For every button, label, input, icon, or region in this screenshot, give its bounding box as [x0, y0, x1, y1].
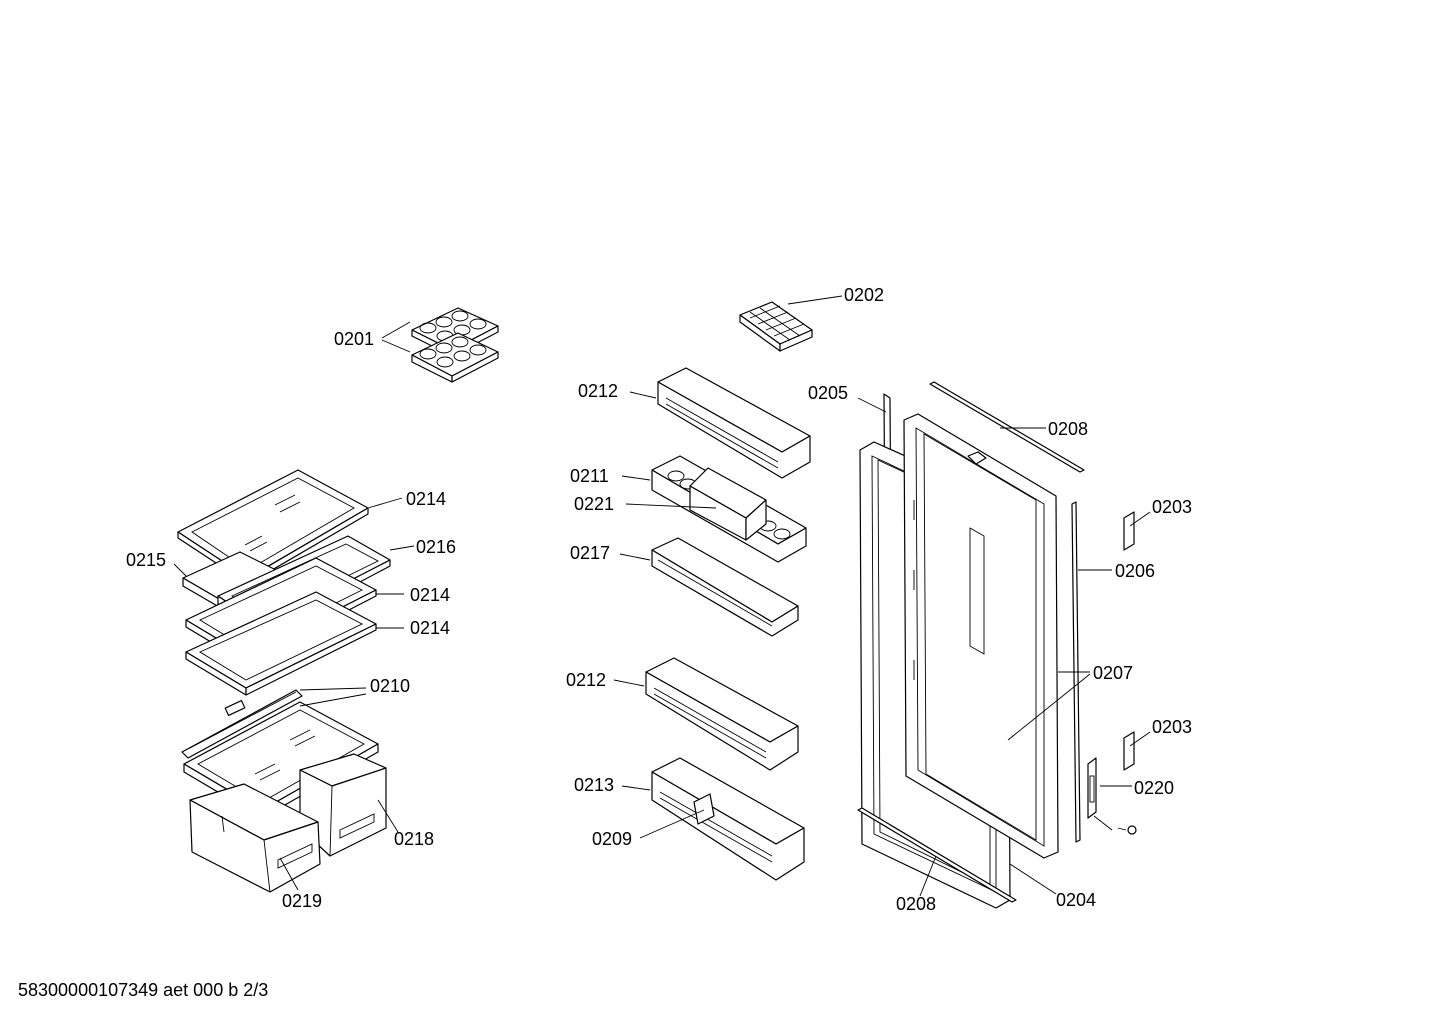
label-0210: 0210: [370, 676, 410, 696]
part-labels: 0201 0202 0212 0205 0208 0211 0221 0203 …: [126, 285, 1192, 914]
label-0218: 0218: [394, 829, 434, 849]
label-0216: 0216: [416, 537, 456, 557]
label-0208-top: 0208: [1048, 419, 1088, 439]
door-bin-part: [657, 367, 811, 479]
label-0204: 0204: [1056, 890, 1096, 910]
label-0220: 0220: [1134, 778, 1174, 798]
label-0211: 0211: [570, 466, 609, 486]
glass-shelf-part: [185, 591, 377, 696]
document-reference: 58300000107349 aet 000 b 2/3: [18, 980, 269, 1000]
label-0209: 0209: [592, 829, 632, 849]
door-handle-part: [1087, 757, 1137, 835]
label-0213: 0213: [574, 775, 614, 795]
label-0214-top: 0214: [406, 489, 446, 509]
label-0214-low: 0214: [410, 618, 450, 638]
label-0203-low: 0203: [1152, 717, 1192, 737]
door-bin-part: [645, 657, 799, 771]
label-0221: 0221: [574, 494, 614, 514]
label-0217: 0217: [570, 543, 610, 563]
label-0212-top: 0212: [578, 381, 618, 401]
door-bin-part: [651, 537, 799, 637]
label-0203-top: 0203: [1152, 497, 1192, 517]
label-0202: 0202: [844, 285, 884, 305]
label-0215: 0215: [126, 550, 166, 570]
leader-lines: [173, 295, 1151, 897]
egg-holder-part: [651, 455, 807, 563]
label-0208-bottom: 0208: [896, 894, 936, 914]
label-0219: 0219: [282, 891, 322, 911]
door-trim-part: [857, 381, 1085, 903]
label-0206: 0206: [1115, 561, 1155, 581]
label-0207: 0207: [1093, 663, 1133, 683]
label-0201: 0201: [334, 329, 374, 349]
crisper-drawer-part: [189, 783, 321, 893]
label-0214-mid: 0214: [410, 585, 450, 605]
clip-part: [1123, 511, 1135, 771]
door-panel-part: [903, 413, 1059, 859]
door-bin-part: [651, 757, 805, 881]
label-0205: 0205: [808, 383, 848, 403]
ice-tray-part: [739, 301, 813, 352]
label-0212-low: 0212: [566, 670, 606, 690]
egg-tray-part: [411, 307, 499, 383]
